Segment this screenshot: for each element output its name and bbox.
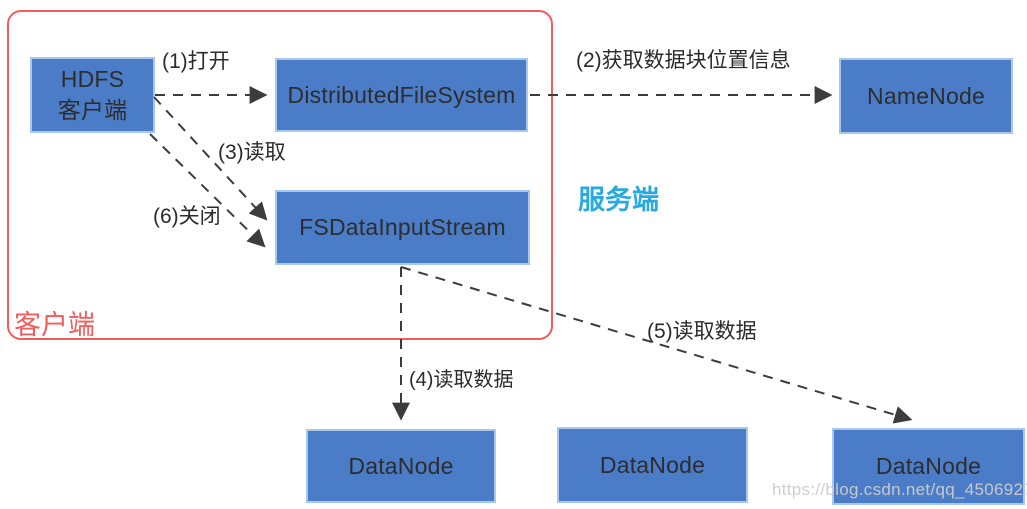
edge-3-read-arrow: [153, 96, 268, 221]
edge-3-read-label: (3)读取: [218, 141, 286, 164]
edge-6-close-label: (6)关闭: [153, 205, 221, 228]
node-hdfs-client-label: HDFS 客户端: [58, 64, 128, 126]
node-data-node-2: DataNode: [557, 427, 748, 503]
node-name-node: NameNode: [839, 58, 1013, 134]
server-region-label: 服务端: [578, 185, 659, 215]
edge-2-get-block-locations-label: (2)获取数据块位置信息: [576, 49, 791, 72]
node-name-node-label: NameNode: [867, 82, 985, 109]
edge-4-read-data-label: (4)读取数据: [409, 369, 514, 391]
edge-5-read-data-label: (5)读取数据: [647, 320, 757, 343]
edge-5-read-data-arrow: [400, 266, 913, 424]
node-data-node-1-label: DataNode: [348, 452, 454, 479]
client-region-label: 客户端: [14, 310, 95, 340]
hdfs-client-line1: HDFS: [60, 65, 125, 92]
node-data-node-3: DataNode: [832, 428, 1025, 505]
node-data-node-3-label: DataNode: [875, 453, 982, 479]
node-distributed-file-system-label: DistributedFileSystem: [287, 81, 516, 108]
edge-1-open-label: (1)打开: [162, 50, 230, 73]
client-boundary-box: [7, 10, 553, 340]
node-data-node-2-label: DataNode: [599, 451, 706, 478]
hdfs-client-line2: 客户端: [57, 97, 128, 123]
node-fs-data-input-stream-label: FSDataInputStream: [299, 214, 506, 240]
node-data-node-1: DataNode: [306, 429, 496, 503]
node-distributed-file-system: DistributedFileSystem: [275, 58, 528, 132]
edge-6-close-arrow: [149, 133, 266, 248]
node-fs-data-input-stream: FSDataInputStream: [275, 190, 530, 265]
node-hdfs-client: HDFS 客户端: [30, 57, 155, 133]
csdn-watermark: https://blog.csdn.net/qq_45069279: [772, 480, 1027, 499]
